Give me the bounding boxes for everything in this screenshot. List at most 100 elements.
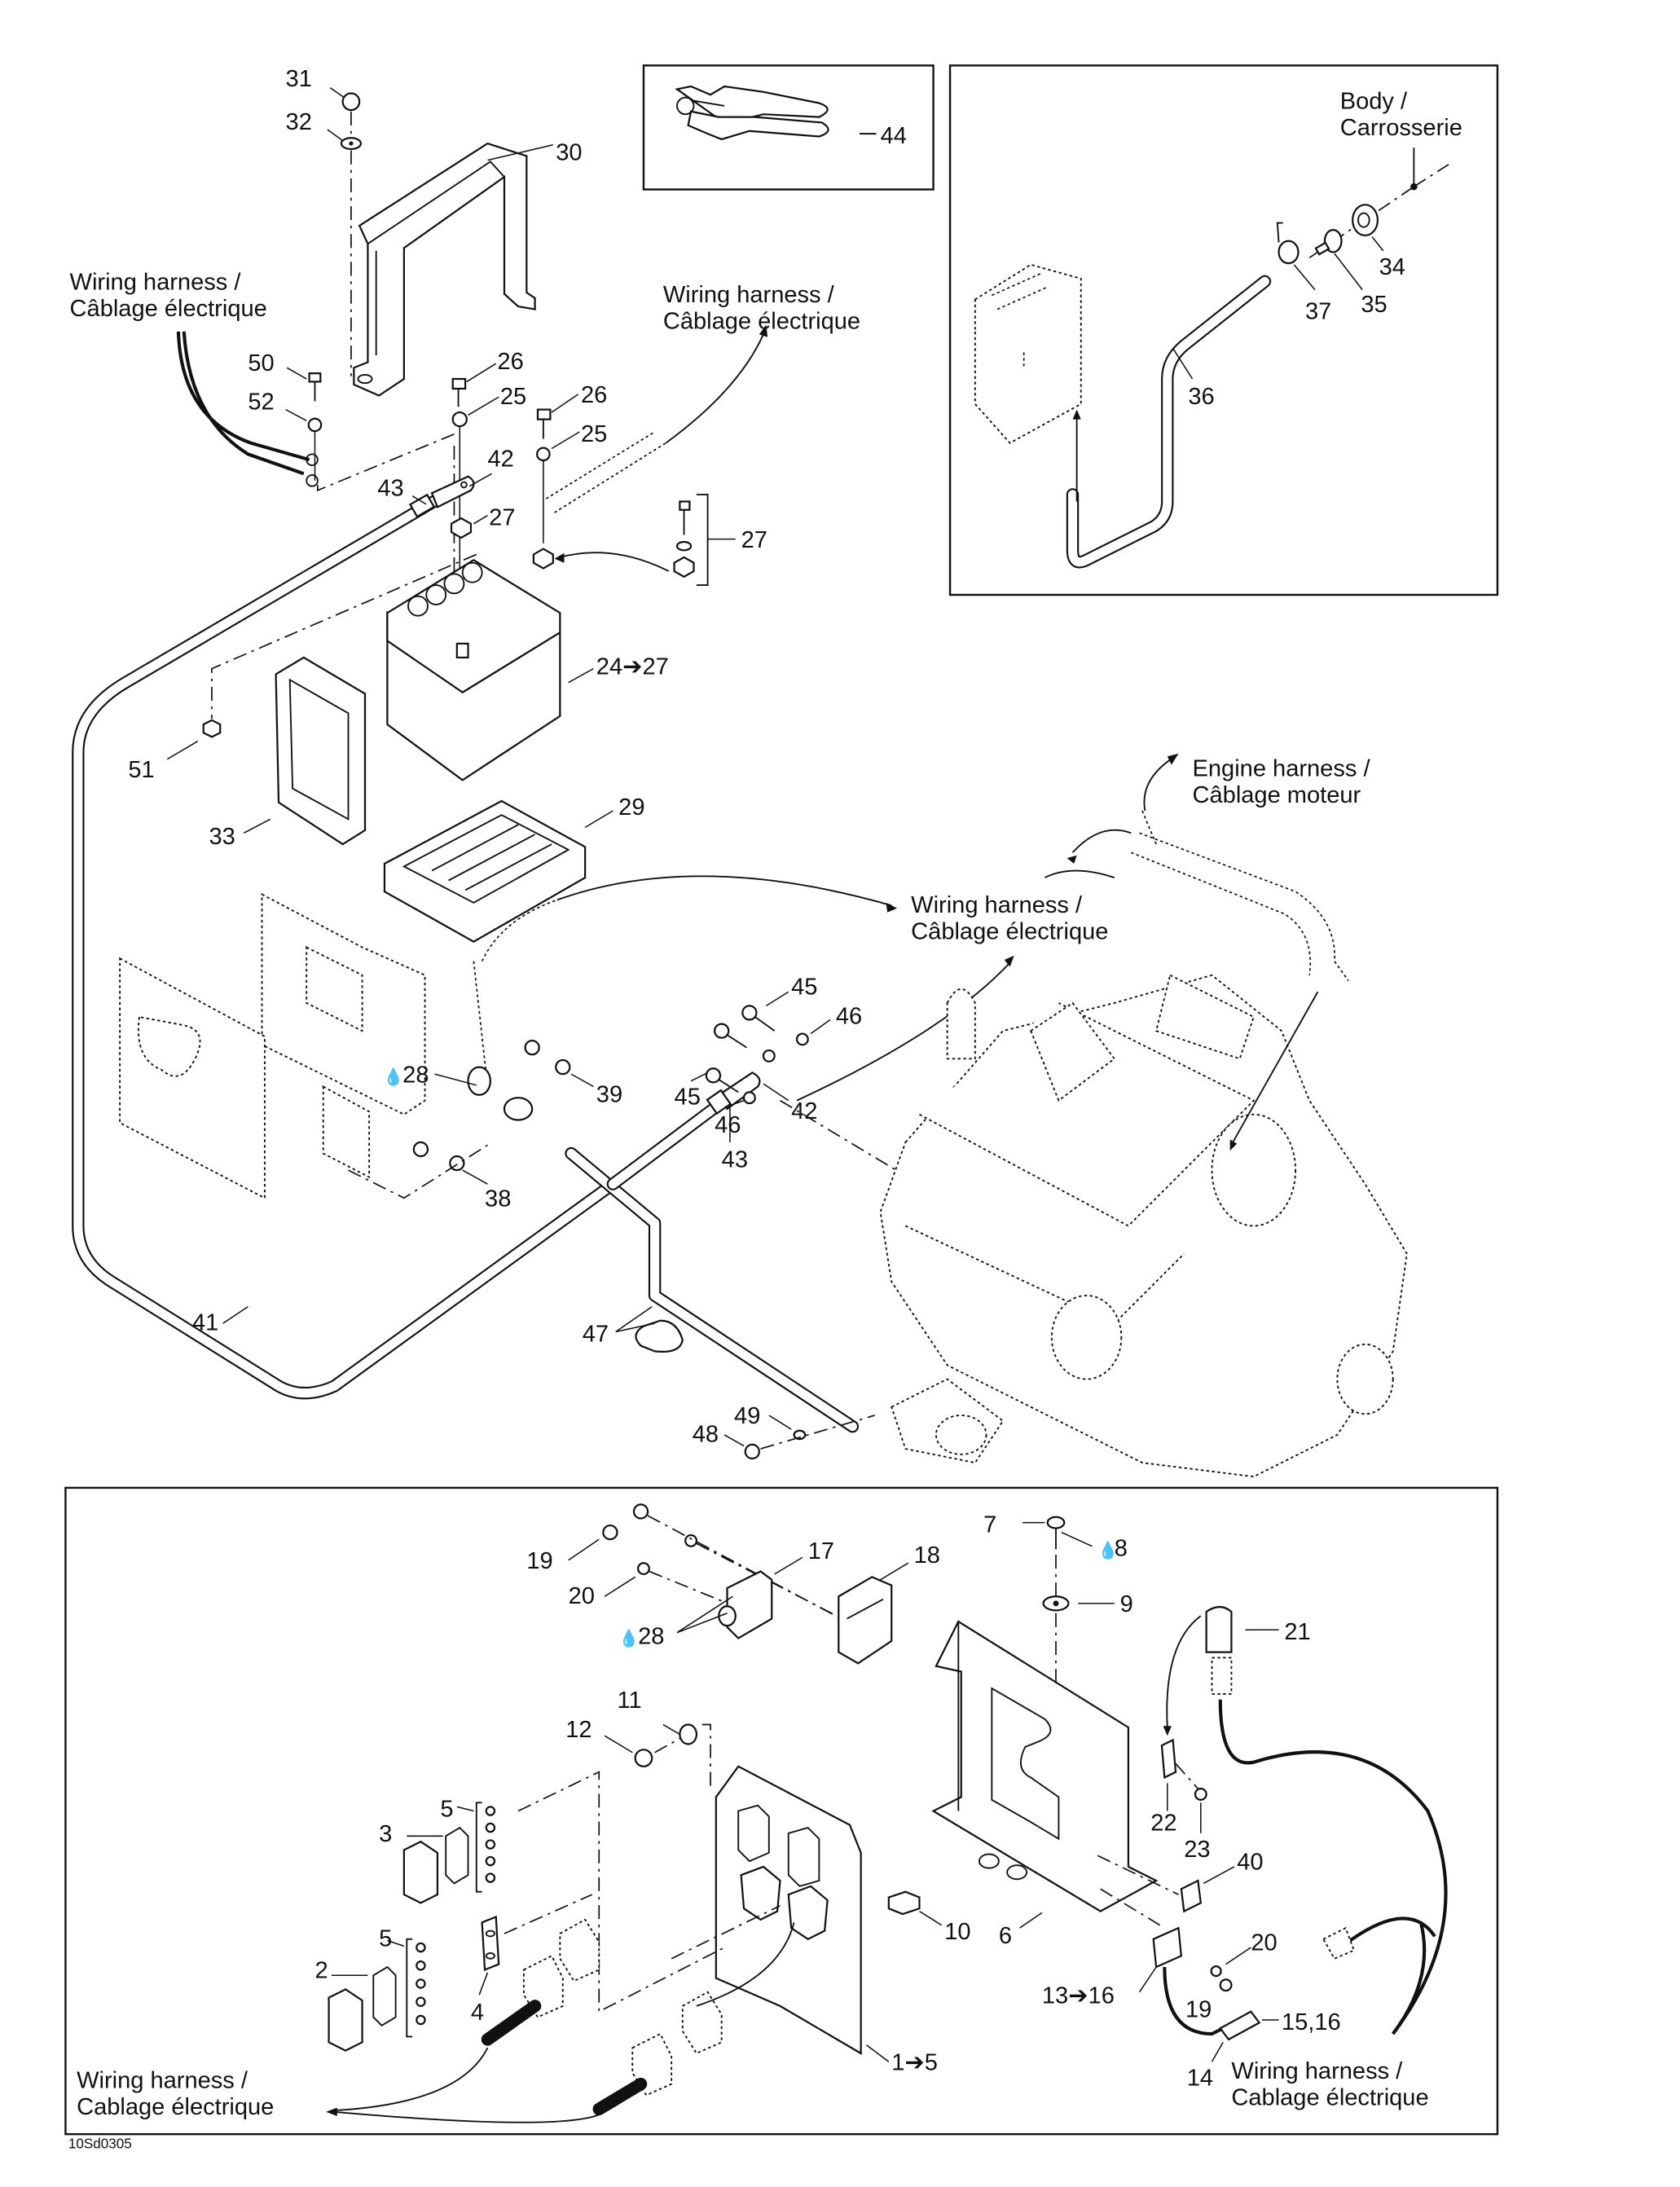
sealant-icon: 💧 <box>618 1628 640 1648</box>
callout-31: 31 <box>286 66 312 92</box>
arrow-head-icon <box>759 324 768 337</box>
washer-part-20-b <box>636 1562 650 1576</box>
ground-strap-part-36 <box>1066 275 1272 569</box>
callout-34: 34 <box>1379 254 1405 280</box>
arrow-head-icon <box>1229 1139 1238 1151</box>
callout-36: 36 <box>1188 384 1214 410</box>
callout-48: 48 <box>693 1421 719 1447</box>
washer-part-9 <box>1042 1595 1070 1612</box>
callout-21: 21 <box>1284 1619 1310 1645</box>
callout-46-lower: 46 <box>715 1112 741 1138</box>
arrow-head-icon <box>1004 955 1014 967</box>
callout-6: 6 <box>999 1923 1012 1949</box>
callout-40: 40 <box>1237 1849 1263 1875</box>
nut-part-19-a <box>632 1503 649 1520</box>
wiring-harness-d-fr: Cablage électrique <box>77 2094 274 2120</box>
callout-5-lower: 5 <box>379 1925 392 1952</box>
callout-20-bottom: 20 <box>1251 1930 1277 1956</box>
callout-41: 41 <box>192 1310 218 1336</box>
arrow-head-icon <box>1167 753 1179 765</box>
engine-harness: Engine harness / Câblage moteur <box>1066 753 1370 1151</box>
sealant-icon: 💧 <box>383 1067 404 1086</box>
clamp-part-37 <box>1276 222 1300 265</box>
wiring-harness-b-en: Wiring harness / <box>663 282 835 308</box>
washer-part-49 <box>793 1429 807 1441</box>
callout-50: 50 <box>248 350 274 376</box>
washer-part-25-left <box>451 411 468 428</box>
wiring-harness-a-fr: Câblage électrique <box>70 296 267 322</box>
callout-17: 17 <box>808 1538 834 1564</box>
wiring-harness-e-fr: Cablage électrique <box>1231 2084 1428 2110</box>
terminal-part-42 <box>430 475 475 508</box>
callout-43-mid: 43 <box>722 1147 748 1173</box>
callout-37: 37 <box>1305 299 1331 325</box>
callout-11: 11 <box>617 1688 641 1714</box>
sensor-part-13 <box>1152 1926 1183 1969</box>
callout-13-16: 13➔16 <box>1042 1982 1115 2009</box>
wiring-harness-a-en: Wiring harness / <box>70 270 242 296</box>
clip-part-22 <box>1160 1738 1177 1780</box>
callout-15-16: 15,16 <box>1282 2009 1341 2035</box>
screw-part-23 <box>1194 1788 1207 1801</box>
battery-tray-part-29 <box>383 799 587 943</box>
wiring-harness-e-en: Wiring harness / <box>1231 2058 1403 2084</box>
callout-28-mid: 28 <box>402 1062 429 1088</box>
washer-part-20-a <box>684 1534 698 1547</box>
callout-35: 35 <box>1361 292 1387 318</box>
stud-part-35 <box>1314 228 1343 256</box>
callout-2: 2 <box>314 1958 328 1984</box>
ecu-module-part-1 <box>715 1765 862 2055</box>
callout-52: 52 <box>248 389 274 416</box>
callout-5-upper: 5 <box>440 1796 453 1822</box>
callout-10: 10 <box>944 1919 970 1945</box>
callout-22: 22 <box>1150 1810 1176 1836</box>
boot-part-47 <box>635 1319 684 1353</box>
washer-part-20-bottom <box>1210 1965 1222 1978</box>
wiring-harness-c-en: Wiring harness / <box>911 892 1083 918</box>
ghost-battery <box>974 263 1082 444</box>
callout-44: 44 <box>881 123 907 149</box>
drawing-code: 10Sd0305 <box>68 2136 132 2151</box>
washer-part-52 <box>307 417 323 433</box>
callout-4: 4 <box>471 2000 484 2026</box>
callout-9: 9 <box>1120 1591 1133 1617</box>
battery-section: 30 31 32 Wiring harness / Câblage électr… <box>70 66 860 1400</box>
nut-part-27-left <box>450 517 473 539</box>
ground-strap-inset: Body / Carrosserie 34 35 37 <box>948 64 1499 596</box>
module-section: 19 20 17 💧 28 18 7 💧 8 9 <box>64 1486 1499 2136</box>
washer-part-11 <box>679 1723 698 1745</box>
callout-27-left: 27 <box>489 505 515 531</box>
washer-part-46-upper <box>795 1032 809 1046</box>
wiring-harness-b-fr: Câblage électrique <box>663 308 860 334</box>
callout-14: 14 <box>1187 2065 1213 2091</box>
harness-plugs-ghost <box>481 1918 723 2116</box>
callout-12: 12 <box>565 1717 592 1743</box>
washer-part-25-right <box>536 447 551 462</box>
callout-8: 8 <box>1115 1536 1128 1562</box>
callout-42-top: 42 <box>487 447 513 473</box>
washer-part-32 <box>340 137 362 151</box>
bolt-part-45-lower <box>705 1067 739 1094</box>
body-label-en: Body / <box>1340 88 1408 114</box>
battery-pad-part-33 <box>275 656 367 846</box>
callout-33: 33 <box>209 824 235 850</box>
callout-25-right: 25 <box>581 421 607 447</box>
bolt-part-26-right <box>536 408 552 439</box>
callout-7: 7 <box>983 1512 996 1538</box>
grommet-part-34 <box>1352 204 1379 237</box>
callout-51: 51 <box>128 757 154 783</box>
battery-cable-part-41 <box>72 488 620 1400</box>
callout-18: 18 <box>914 1542 940 1569</box>
callout-39: 39 <box>596 1081 622 1107</box>
bolt-part-26-left <box>451 377 467 407</box>
battery-holddown-bracket-30 <box>353 142 536 397</box>
body-label-fr: Carrosserie <box>1340 115 1462 141</box>
ground-inset-frame <box>948 64 1499 596</box>
hardware-kit-part-27 <box>673 493 709 586</box>
sealant-icon: 💧 <box>1097 1541 1119 1560</box>
tool-inset-frame <box>642 64 935 191</box>
callout-47: 47 <box>583 1321 609 1347</box>
connector-part-21 <box>1205 1605 1233 1695</box>
